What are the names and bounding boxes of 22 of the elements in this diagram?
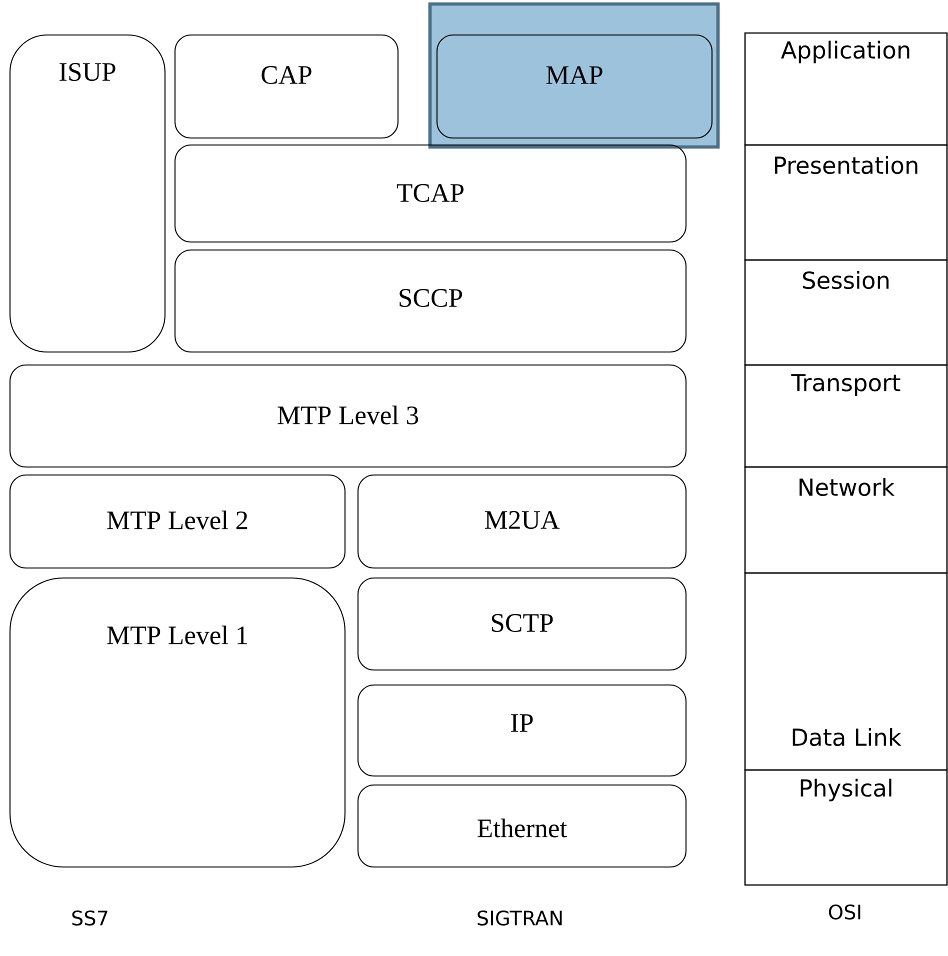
highlighted-protocol-box: MAP <box>428 2 720 149</box>
layer-box: Session <box>744 259 948 366</box>
protocol-box: IP <box>357 684 687 777</box>
protocol-box: MTP Level 2 <box>9 474 346 569</box>
column-label: SS7 <box>72 910 108 926</box>
protocol-box: TCAP <box>174 144 687 243</box>
column-label: SIGTRAN <box>478 910 562 926</box>
protocol-box: M2UA <box>357 474 687 569</box>
protocol-box: Ethernet <box>357 784 687 868</box>
protocol-box: SCTP <box>357 577 687 671</box>
protocol-box: SCCP <box>174 249 687 353</box>
column-label: OSI <box>828 904 860 920</box>
protocol-box: ISUP <box>9 34 166 353</box>
layer-box: Network <box>744 466 948 574</box>
layer-box: Data Link <box>744 572 948 771</box>
layer-box: Application <box>744 32 948 146</box>
protocol-box: MTP Level 1 <box>9 577 346 868</box>
protocol-box: MTP Level 3 <box>9 364 687 468</box>
protocol-box: CAP <box>174 34 399 139</box>
layer-box: Presentation <box>744 144 948 261</box>
layer-box: Transport <box>744 364 948 468</box>
layer-box: Physical <box>744 769 948 886</box>
